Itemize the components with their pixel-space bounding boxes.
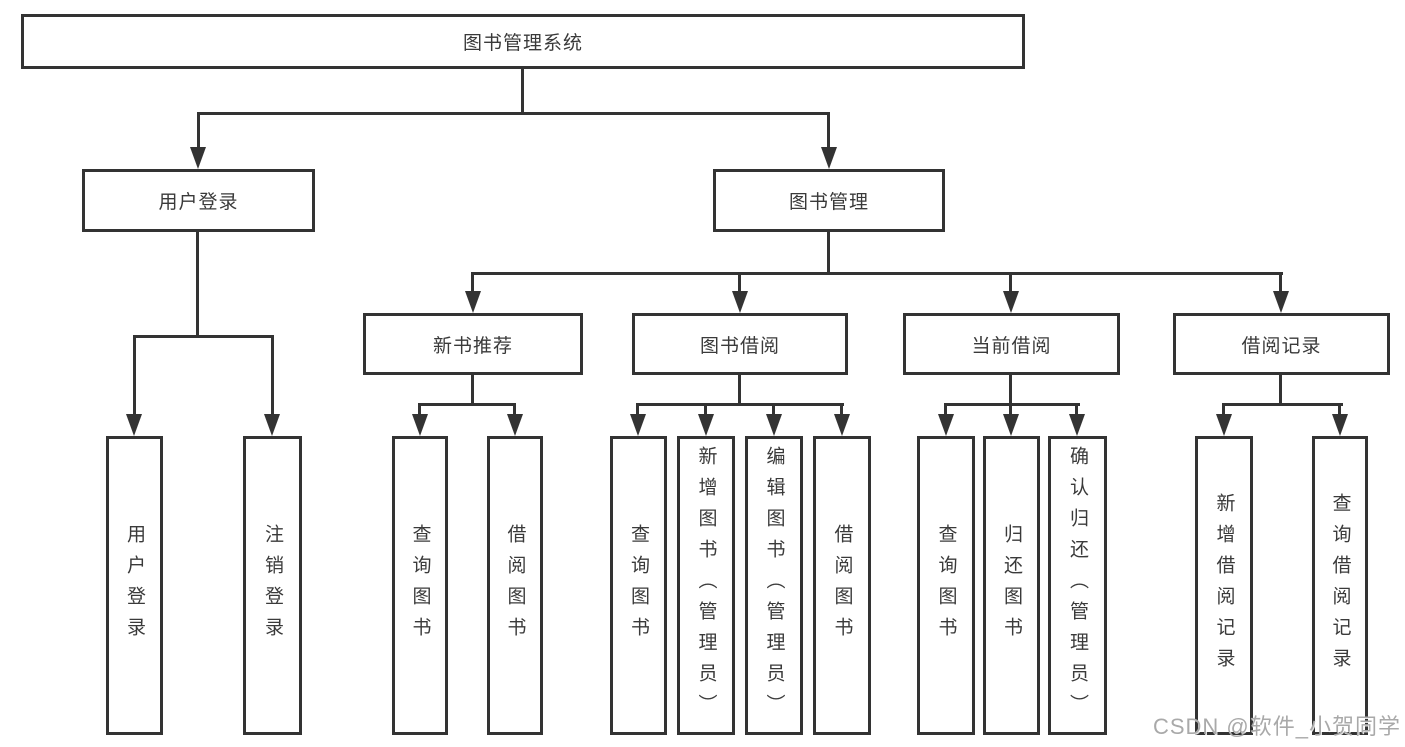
arrow-down-icon bbox=[507, 414, 523, 436]
connector-line bbox=[513, 403, 516, 419]
connector-line bbox=[418, 403, 516, 406]
leaf-label: 查询图书 bbox=[628, 523, 649, 648]
leaf-bw-borrow-books: 借阅图书 bbox=[813, 436, 871, 735]
leaf-label: 用户登录 bbox=[124, 523, 145, 648]
node-user-login: 用户登录 bbox=[82, 169, 315, 232]
arrow-down-icon bbox=[698, 414, 714, 436]
connector-line bbox=[471, 272, 1283, 275]
node-label: 新书推荐 bbox=[432, 335, 513, 357]
leaf-cb-return-books: 归还图书 bbox=[983, 436, 1040, 735]
connector-line bbox=[133, 335, 274, 338]
leaf-cb-query-books: 查询图书 bbox=[917, 436, 975, 735]
connector-line bbox=[1009, 403, 1012, 419]
leaf-label: 归还图书 bbox=[1001, 523, 1022, 648]
leaf-label: 查询借阅记录 bbox=[1329, 492, 1351, 679]
arrow-down-icon bbox=[1216, 414, 1232, 436]
connector-line bbox=[271, 335, 274, 419]
connector-line bbox=[840, 403, 843, 419]
leaf-bw-edit-books-admin: 编辑图书（管理员） bbox=[745, 436, 803, 735]
leaf-label: 编辑图书（管理员） bbox=[763, 446, 785, 725]
node-book-management: 图书管理 bbox=[713, 169, 945, 232]
connector-line bbox=[1338, 403, 1341, 419]
node-library-management-system: 图书管理系统 bbox=[21, 14, 1025, 69]
node-label: 当前借阅 bbox=[971, 335, 1052, 357]
arrow-down-icon bbox=[1273, 291, 1289, 313]
connector-line bbox=[738, 272, 741, 295]
leaf-label: 查询图书 bbox=[935, 523, 957, 648]
arrow-down-icon bbox=[938, 414, 954, 436]
leaf-label: 注销登录 bbox=[262, 523, 283, 648]
node-label: 图书管理系统 bbox=[462, 33, 583, 54]
connector-line bbox=[944, 403, 1080, 406]
connector-line bbox=[1009, 375, 1012, 406]
leaf-user-login: 用户登录 bbox=[106, 436, 163, 735]
leaf-nb-borrow-books: 借阅图书 bbox=[487, 436, 543, 735]
leaf-nb-query-books: 查询图书 bbox=[392, 436, 448, 735]
connector-line bbox=[197, 112, 200, 152]
connector-line bbox=[471, 272, 474, 295]
arrow-down-icon bbox=[732, 291, 748, 313]
connector-line bbox=[636, 403, 844, 406]
connector-line bbox=[418, 403, 421, 419]
node-new-book-recommendation: 新书推荐 bbox=[363, 313, 583, 375]
arrow-down-icon bbox=[1003, 414, 1019, 436]
arrow-down-icon bbox=[1069, 414, 1085, 436]
arrow-down-icon bbox=[264, 414, 280, 436]
arrow-down-icon bbox=[126, 414, 142, 436]
leaf-br-query-borrow-record: 查询借阅记录 bbox=[1312, 436, 1368, 735]
connector-line bbox=[1279, 375, 1282, 406]
connector-line bbox=[944, 403, 947, 419]
node-label: 图书管理 bbox=[788, 192, 869, 213]
leaf-bw-query-books: 查询图书 bbox=[610, 436, 667, 735]
connector-line bbox=[1222, 403, 1225, 419]
connector-line bbox=[1222, 403, 1343, 406]
leaf-cb-confirm-return-admin: 确认归还（管理员） bbox=[1048, 436, 1107, 735]
node-label: 用户登录 bbox=[158, 192, 239, 213]
leaf-bw-add-books-admin: 新增图书（管理员） bbox=[677, 436, 735, 735]
connector-line bbox=[738, 375, 741, 406]
connector-line bbox=[133, 335, 136, 419]
arrow-down-icon bbox=[465, 291, 481, 313]
connector-line bbox=[704, 403, 707, 419]
connector-line bbox=[1009, 272, 1012, 295]
node-borrowing-records: 借阅记录 bbox=[1173, 313, 1390, 375]
node-label: 借阅记录 bbox=[1241, 335, 1322, 357]
leaf-label: 查询图书 bbox=[409, 523, 431, 648]
leaf-label: 确认归还（管理员） bbox=[1067, 446, 1088, 725]
connector-line bbox=[471, 375, 474, 406]
connector-line bbox=[772, 403, 775, 419]
leaf-br-add-borrow-record: 新增借阅记录 bbox=[1195, 436, 1253, 735]
connector-line bbox=[636, 403, 639, 419]
connector-line bbox=[1075, 403, 1078, 419]
leaf-label: 借阅图书 bbox=[831, 523, 853, 648]
arrow-down-icon bbox=[821, 147, 837, 169]
connector-line bbox=[521, 69, 524, 115]
leaf-label: 新增图书（管理员） bbox=[695, 446, 717, 725]
arrow-down-icon bbox=[630, 414, 646, 436]
node-label: 图书借阅 bbox=[699, 335, 780, 357]
leaf-label: 新增借阅记录 bbox=[1213, 492, 1235, 679]
arrow-down-icon bbox=[190, 147, 206, 169]
connector-line bbox=[827, 112, 830, 152]
leaf-label: 借阅图书 bbox=[504, 523, 526, 648]
node-book-borrowing: 图书借阅 bbox=[632, 313, 848, 375]
arrow-down-icon bbox=[834, 414, 850, 436]
leaf-logout-login: 注销登录 bbox=[243, 436, 302, 735]
csdn-watermark: CSDN @软件_小贺同学 bbox=[1152, 714, 1401, 739]
node-current-borrowing: 当前借阅 bbox=[903, 313, 1120, 375]
connector-line bbox=[1279, 272, 1282, 295]
connector-line bbox=[197, 112, 830, 115]
arrow-down-icon bbox=[766, 414, 782, 436]
arrow-down-icon bbox=[1332, 414, 1348, 436]
arrow-down-icon bbox=[1003, 291, 1019, 313]
arrow-down-icon bbox=[412, 414, 428, 436]
connector-line bbox=[196, 232, 199, 338]
connector-line bbox=[827, 232, 830, 275]
